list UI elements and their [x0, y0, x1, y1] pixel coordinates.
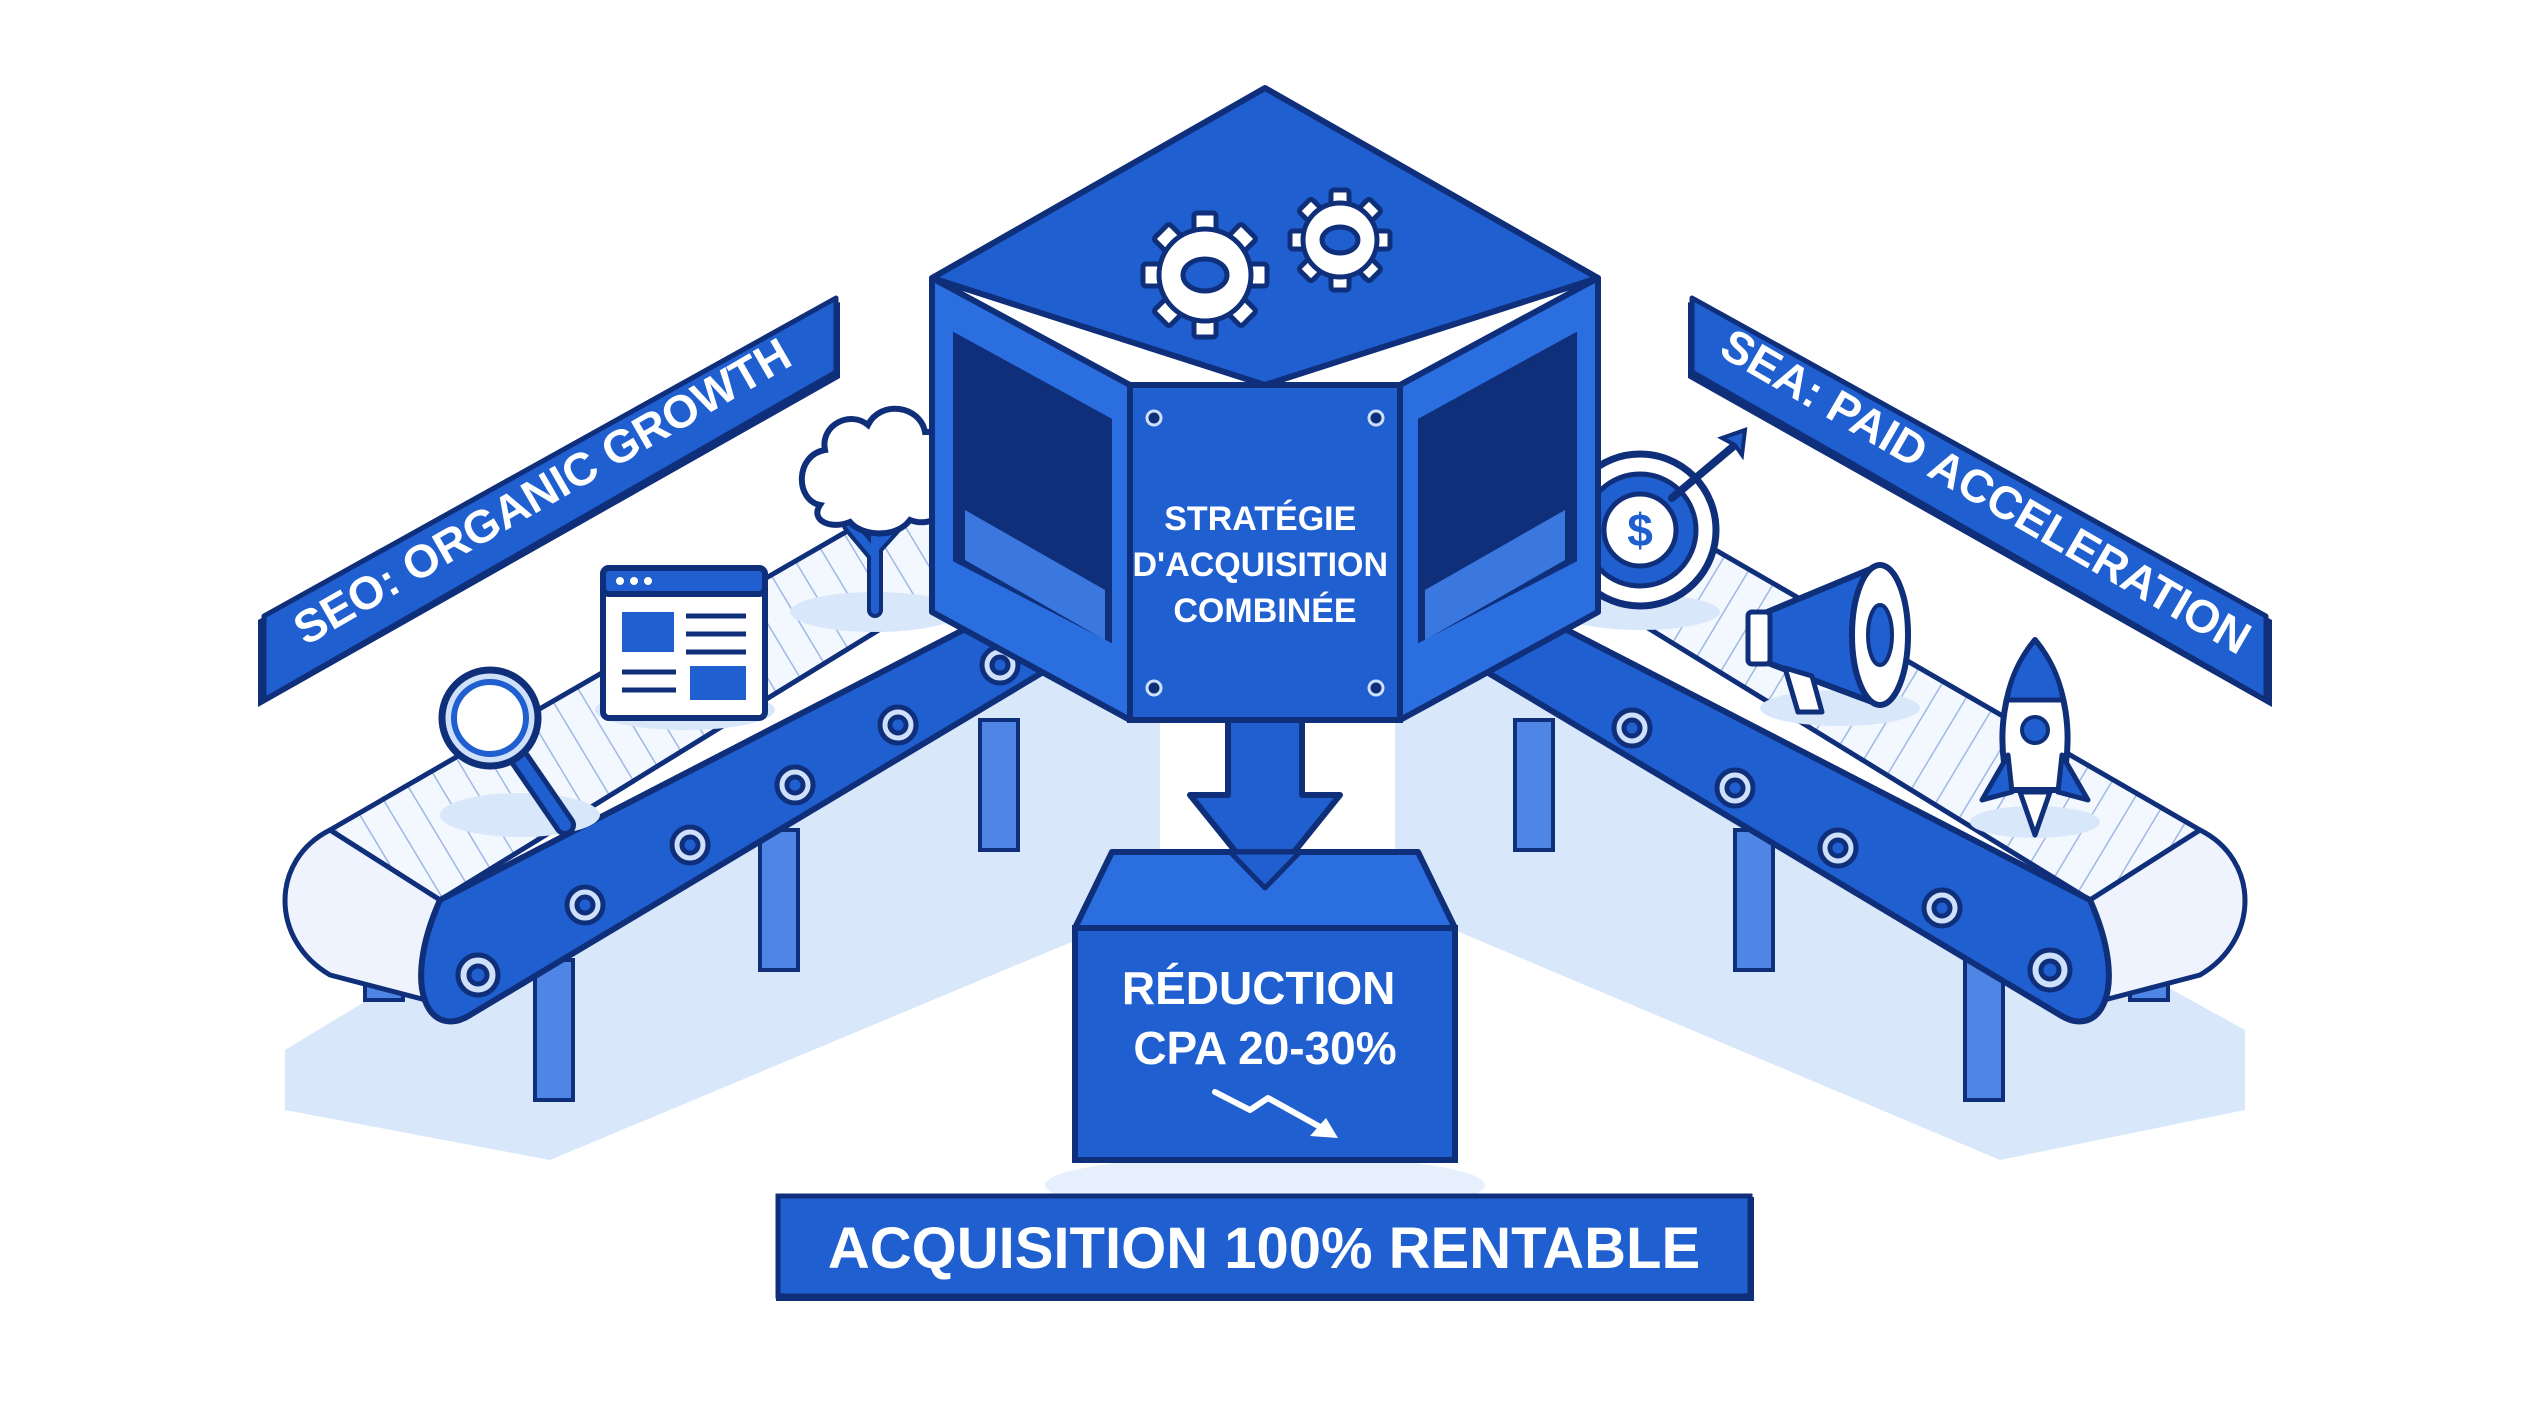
footer-label: ACQUISITION 100% RENTABLE	[828, 1216, 1700, 1281]
magnifier-icon	[438, 666, 600, 837]
hub-text: STRATÉGIE D'ACQUISITION COMBINÉE	[1133, 500, 1398, 630]
trend-down-icon	[1212, 1089, 1338, 1138]
result-line-1: RÉDUCTION	[1122, 962, 1395, 1014]
strategy-hub: STRATÉGIE D'ACQUISITION COMBINÉE	[929, 85, 1601, 723]
seo-belt-end	[282, 827, 448, 1008]
tree-icon	[790, 405, 960, 632]
hub-line-3: COMBINÉE	[1173, 592, 1356, 630]
svg-text:$: $	[1627, 504, 1653, 556]
footer-banner: ACQUISITION 100% RENTABLE	[775, 1193, 1754, 1301]
result-text: RÉDUCTION CPA 20-30%	[1122, 962, 1408, 1074]
sea-belt-end	[2082, 827, 2248, 1008]
result-line-2: CPA 20-30%	[1133, 1022, 1396, 1074]
gears-icon	[1140, 187, 1393, 340]
result-box: RÉDUCTION CPA 20-30%	[1072, 849, 1458, 1163]
down-arrow	[1187, 717, 1343, 891]
hub-line-2: D'ACQUISITION	[1133, 546, 1389, 584]
megaphone-icon	[1745, 562, 1920, 726]
target-dollar-icon: $	[1560, 427, 1748, 630]
hub-rivets	[1145, 409, 1385, 697]
hub-line-1: STRATÉGIE	[1164, 500, 1356, 538]
rocket-icon	[1970, 637, 2100, 838]
web-page-icon	[595, 565, 775, 730]
